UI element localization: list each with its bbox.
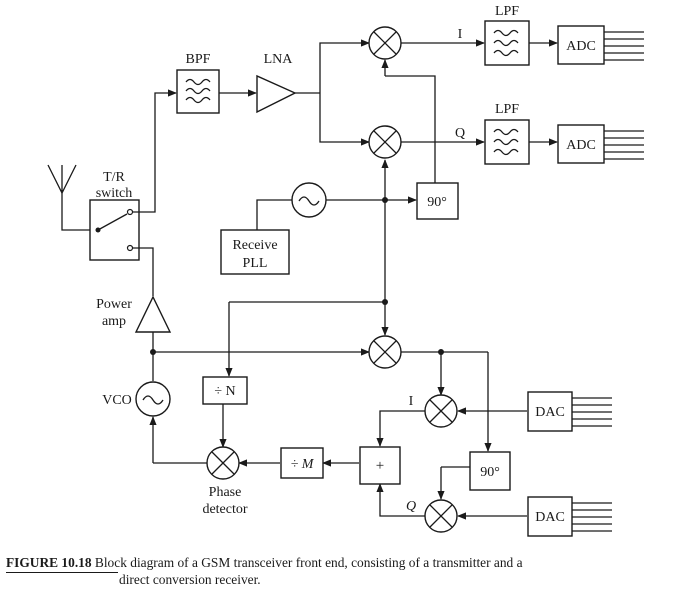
- phase-detector-label-2: detector: [202, 502, 247, 517]
- adc-q-block: ADC: [557, 124, 644, 164]
- receive-pll-label-2: PLL: [243, 256, 268, 271]
- switch-icon: [95, 208, 139, 252]
- summer-block: +: [359, 446, 401, 485]
- filter-icon: [493, 29, 519, 57]
- mixer-tx-up: [368, 335, 402, 369]
- bpf-label: BPF: [186, 52, 211, 67]
- wires: [61, 39, 558, 520]
- dac-q-block: DAC: [527, 496, 612, 537]
- oscillator-icon: [142, 395, 164, 405]
- phase-shift-90-rx: 90°: [416, 182, 459, 220]
- caption-text-line2: direct conversion receiver.: [119, 572, 261, 587]
- phase-detector-label-1: Phase: [209, 485, 242, 500]
- rx-i-label: I: [458, 27, 463, 42]
- dac-i-label: DAC: [535, 405, 565, 420]
- adc-q-label: ADC: [566, 138, 596, 153]
- mixer-i-tx: [424, 394, 458, 428]
- amplifier-icon: [256, 74, 297, 114]
- phase-90-rx-label: 90°: [427, 195, 447, 210]
- tr-switch-label-2: switch: [96, 186, 133, 201]
- divide-n-label: ÷ N: [214, 384, 235, 399]
- figure-caption: FIGURE 10.18 Block diagram of a GSM tran…: [6, 554, 684, 588]
- phase-shift-90-tx: 90°: [469, 451, 511, 491]
- divide-n-block: ÷ N: [202, 376, 248, 405]
- mixer-icon: [211, 451, 235, 475]
- tx-q-label: Q: [406, 499, 416, 514]
- tr-switch-label-1: T/R: [103, 170, 125, 185]
- adc-i-block: ADC: [557, 25, 644, 65]
- power-amp-label-1: Power: [96, 297, 132, 312]
- receive-pll-block: Receive PLL: [220, 229, 290, 275]
- mixer-icon: [373, 340, 397, 364]
- lpf-i-block: LPF: [484, 4, 530, 66]
- junction-dots: [150, 197, 444, 355]
- dac-q-label: DAC: [535, 510, 565, 525]
- mixer-icon: [373, 31, 397, 55]
- caption-rule: [6, 572, 118, 573]
- bpf-block: BPF: [176, 52, 220, 114]
- lna-block: LNA: [256, 52, 297, 114]
- mixer-i-rx: [368, 26, 402, 60]
- rx-q-label: Q: [455, 126, 465, 141]
- caption-text-line1: Block diagram of a GSM transceiver front…: [91, 555, 523, 570]
- vco-block: VCO: [102, 381, 171, 417]
- mixer-icon: [429, 504, 453, 528]
- tx-i-label: I: [409, 394, 414, 409]
- summer-label: +: [376, 458, 384, 474]
- mixer-icon: [429, 399, 453, 423]
- mixer-icon: [373, 130, 397, 154]
- tr-switch: T/R switch: [89, 170, 140, 261]
- filter-icon: [493, 128, 519, 156]
- filter-icon: [185, 78, 211, 104]
- antenna-icon: [47, 164, 77, 195]
- phase-90-tx-label: 90°: [480, 465, 500, 480]
- gsm-transceiver-diagram: T/R switch BPF LNA I Q LPF: [47, 4, 644, 537]
- lpf-q-block: LPF: [484, 102, 530, 165]
- lna-label: LNA: [264, 52, 294, 67]
- power-amp-block: Power amp: [96, 295, 172, 333]
- adc-i-label: ADC: [566, 39, 596, 54]
- oscillator-icon: [298, 196, 320, 206]
- dac-i-block: DAC: [527, 391, 612, 432]
- vco-label: VCO: [102, 393, 132, 408]
- rx-oscillator: [291, 182, 327, 218]
- amplifier-icon: [134, 295, 172, 333]
- receive-pll-label-1: Receive: [232, 238, 277, 253]
- divide-m-label: ÷ M: [291, 457, 315, 472]
- power-amp-label-2: amp: [102, 314, 126, 329]
- caption-label: FIGURE 10.18: [6, 555, 92, 570]
- mixer-q-tx: [424, 499, 458, 533]
- lpf-q-label: LPF: [495, 102, 519, 117]
- phase-detector-block: Phase detector: [202, 446, 248, 517]
- mixer-q-rx: [368, 125, 402, 159]
- lpf-i-label: LPF: [495, 4, 519, 19]
- divide-m-block: ÷ M: [280, 447, 324, 479]
